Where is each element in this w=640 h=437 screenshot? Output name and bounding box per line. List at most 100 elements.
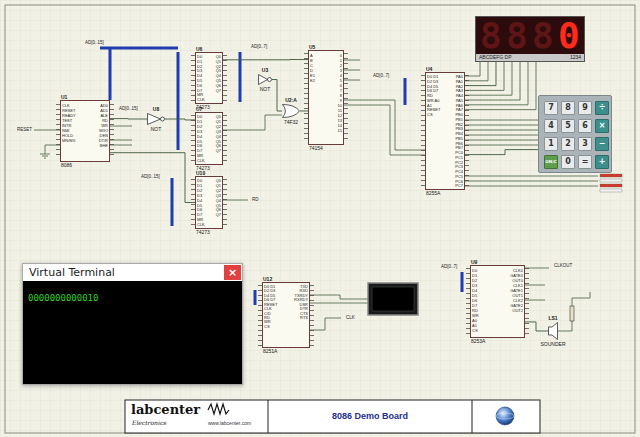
keypad: 789÷456×123−ON/C0=+ [538,95,612,173]
logic-gate: U3NOT [258,74,272,85]
key-label: ÷ [599,104,606,112]
display-digit-text: 0 [558,20,580,52]
net-label: AD[0..15] [118,106,139,111]
display-digit-text: 8 [532,20,554,52]
globe-orbit [496,413,514,419]
seven-segment-display: 8880ABCDEFG DP1234 [475,16,585,62]
key-label: 7 [548,104,554,112]
display-digit: 8 [532,20,554,52]
gate-outline [259,75,268,85]
net-label: CLK [345,315,356,320]
ic-chip: U674273D0 D1 D2 D3 D4 D5 D6 D7 MR CLKQ0 … [195,52,223,104]
net-label: AD[0..15] [140,174,161,179]
led-bar [600,184,622,187]
terminal-output: 0000000000010 [28,293,98,304]
terminal-icon-screen [372,287,414,311]
pin-names: D0 D1 D2 D3 D4 D5 D6 D7 MR CLK [197,115,205,164]
key-label: 2 [565,140,571,148]
display-digit-text: 8 [480,20,502,52]
gate-outline [549,323,558,340]
led-bar [600,189,622,192]
digit-legend: 1234 [570,54,581,60]
signal-wire [110,153,195,203]
keypad-key: − [595,137,609,151]
keypad-key: ON/C [544,155,558,169]
keypad-key: 8 [561,101,575,115]
key-label: = [582,158,589,166]
part-ref: U1 [61,94,67,100]
part-ref: U12 [263,276,272,282]
key-label: 6 [582,122,588,130]
pin-names: Q0 Q1 Q2 Q3 Q4 Q5 Q6 Q7 [216,55,221,93]
pin-names: AD0 AD1 ALE RD WR M/IO DEN DT/R BHE [99,103,108,148]
part-ref: U9 [471,259,477,265]
signal-wire [223,59,308,60]
net-label: AD[0..7] [440,264,458,269]
display-digit: 8 [480,20,502,52]
signal-wire [525,322,548,331]
key-label: 5 [565,122,571,130]
pin-names: D0 D1 D2 D3 D4 D5 D6 D7 RD WR A0 A1 RESE… [427,75,440,118]
ic-chip: U98253AD0 D1 D2 D3 D4 D5 D6 D7 RD WR A0 … [470,265,525,338]
pin-names: TXD RXD TXRDY RXRDY DSR DTR CTS RTS [294,285,308,320]
pin-names: CLK RESET READY TEST INTR NMI HOLD MN/MX [62,103,76,143]
display-digit-text: 8 [506,20,528,52]
terminal-screen: 0000000000010 [23,281,242,384]
key-label: 1 [548,140,554,148]
logo-text: labcenter [131,402,200,417]
close-icon: × [228,267,237,278]
key-label: × [599,122,606,130]
part-ref: U8 [153,106,159,112]
net-label: AD[0..7] [250,44,268,49]
keypad-key: × [595,119,609,133]
part-value: SOUNDER [540,341,565,347]
signal-wire [465,150,538,155]
display-digit: 0 [558,20,580,52]
logo-url: www.labcenter.com [208,420,251,427]
part-value: 8251A [263,348,277,354]
pin-names: D0 D1 D2 D3 D4 D5 D6 D7 MR CLK [197,179,205,228]
key-label: 3 [582,140,588,148]
part-value: 74F32 [284,119,298,125]
gate-symbol [282,104,300,118]
segment-legend: ABCDEFG DP [479,54,512,60]
part-ref: U3 [262,67,268,73]
terminal-window: ×0000000000010Virtual Terminal [22,263,243,385]
keypad-key: 1 [544,137,558,151]
key-label: − [599,140,606,148]
key-label: 9 [582,104,588,112]
keypad-key: ÷ [595,101,609,115]
gate-symbol [258,74,272,85]
key-label: ON/C [545,160,556,164]
keypad-key: 0 [561,155,575,169]
gate-symbol [548,322,558,340]
signal-wire [300,110,308,111]
logic-gate: U8NOT [147,113,165,125]
keypad-key: 2 [561,137,575,151]
keypad-key: 9 [578,101,592,115]
signal-wire [272,80,282,112]
sheet-border [5,5,635,433]
logo-wave [208,404,229,414]
logic-gate: LS1SOUNDER [548,322,558,340]
title-block: labcenterElectronicswww.labcenter.com808… [125,400,540,433]
logic-gate: U2:A74F32 [282,104,300,118]
pin-names: Q0 Q1 Q2 Q3 Q4 Q5 Q6 Q7 [216,179,221,218]
part-ref: U10 [196,170,205,176]
ic-chip: U48255AD0 D1 D2 D3 D4 D5 D6 D7 RD WR A0 … [425,72,465,190]
part-value: NOT [260,86,271,92]
pin-names: 0 1 2 3 4 5 6 7 8 9 10 11 12 13 14 15 [338,53,342,133]
part-value: NOT [151,126,162,132]
gate-outline [283,105,300,118]
ic-chip: U1074273D0 D1 D2 D3 D4 D5 D6 D7 MR CLKQ0… [195,176,223,229]
title-block-divider [268,400,472,433]
pin-names: CLK0 GATE0 OUT0 CLK1 GATE1 OUT1 CLK2 GAT… [510,268,523,313]
part-ref: U4 [426,66,432,72]
ic-chip: U574154A B C D E1 E20 1 2 3 4 5 6 7 8 9 … [308,50,344,145]
keypad-key: = [578,155,592,169]
ic-chip: U128251AD0 D1 D2 D3 D4 D5 D6 D7 RESET CL… [262,282,310,348]
key-label: 4 [548,122,554,130]
pin-names: A B C D E1 E2 [310,53,315,83]
pin-names: D0 D1 D2 D3 D4 D5 D6 D7 MR CLK [197,55,205,103]
